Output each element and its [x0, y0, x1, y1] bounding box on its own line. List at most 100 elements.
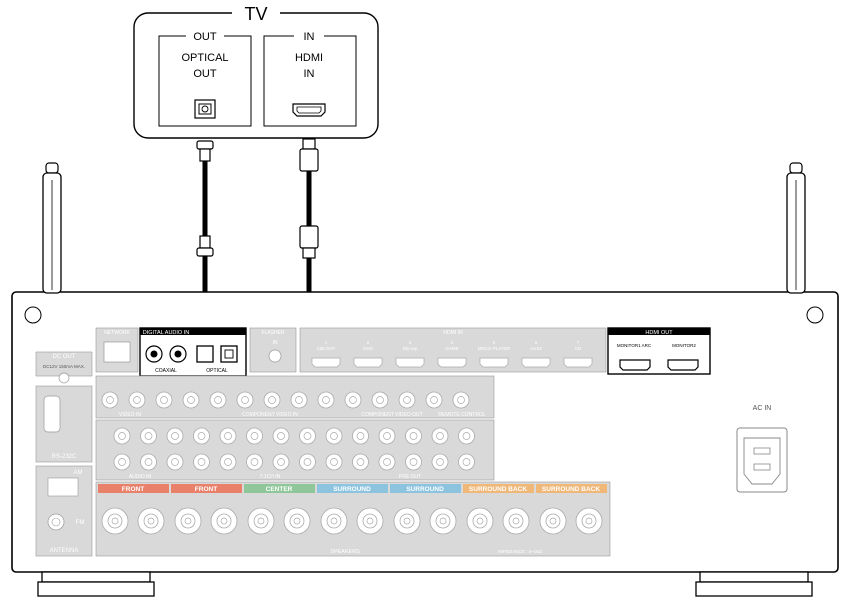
speaker-group: FRONT — [171, 484, 242, 535]
speaker-terminal — [502, 507, 530, 535]
audio-jack — [140, 427, 157, 445]
svg-text:1: 1 — [325, 340, 328, 345]
network-label: NETWORK — [104, 330, 130, 336]
speaker-terminal — [137, 507, 165, 535]
tv-in-label: IN — [304, 31, 315, 43]
audio-jack — [431, 453, 449, 471]
audio-jacks — [113, 427, 475, 471]
digital-audio-in-panel: DIGITAL AUDIO IN COAXIAL OPTICAL — [139, 327, 247, 377]
svg-text:6: 6 — [535, 340, 538, 345]
audio-jack — [113, 453, 131, 471]
digital-audio-in-label: DIGITAL AUDIO IN — [143, 330, 189, 336]
hdmi-in-port-label: DVD — [363, 346, 373, 351]
speaker-terminal — [539, 507, 567, 535]
audio-jack — [166, 427, 184, 445]
hdmi-port-icon — [292, 103, 326, 117]
dc-spec-label: DC12V 150mA MAX. — [43, 364, 85, 369]
svg-text:7: 7 — [577, 340, 580, 345]
fm-label: FM — [76, 520, 85, 526]
svg-text:3: 3 — [409, 340, 412, 345]
tv-optical-line1: OPTICAL — [181, 52, 228, 64]
hdmi-out-panel: HDMI OUT MONITOR1 ARC MONITOR2 — [607, 327, 711, 375]
tv-box: TV OUT OPTICAL OUT IN HDMI IN — [133, 4, 379, 139]
speakers-label: SPEAKERS — [330, 549, 360, 555]
speaker-terminal — [466, 507, 494, 535]
dc-out-label: DC OUT — [53, 354, 76, 360]
speaker-terminal — [283, 507, 311, 535]
tv-optical-line2: OUT — [193, 68, 217, 80]
speaker-group-label: SURROUND — [406, 486, 444, 493]
rear-panel: DC OUT DC12V 150mA MAX. RS-232C AM FM AN… — [35, 327, 788, 557]
audio-jack — [299, 453, 316, 471]
hdmi-in-port-label: MEDIA PLAYER — [478, 346, 511, 351]
speaker-terminal — [101, 507, 129, 535]
speaker-group-label: CENTER — [266, 486, 293, 493]
audio-jack — [325, 453, 343, 471]
speaker-group-label: SURROUND — [333, 486, 371, 493]
hdmi-in-port-label: CBL/SAT — [317, 346, 336, 351]
audio-jack — [378, 453, 396, 471]
coaxial-label: COAXIAL — [155, 368, 177, 374]
audio-jack — [405, 453, 422, 471]
audio-jack — [431, 427, 449, 445]
audio-jack — [246, 427, 263, 445]
audio-jack — [140, 453, 157, 471]
video-jack — [182, 391, 200, 409]
speaker-group: FRONT — [98, 484, 169, 535]
video-jacks — [101, 391, 470, 409]
video-jack — [263, 391, 281, 409]
tv-hdmi-line1: HDMI — [295, 52, 323, 64]
hdmi-in-port: 7CD — [563, 340, 593, 368]
speaker-terminal — [393, 507, 421, 535]
hdmi-in-port-label: CD — [575, 346, 582, 351]
pre-out-label: PRE OUT — [399, 474, 421, 480]
audio-jack — [246, 453, 263, 471]
video-jack — [101, 391, 119, 409]
hdmi-in-label: HDMI IN — [443, 330, 463, 336]
optical-label: OPTICAL — [206, 368, 228, 374]
video-jack — [452, 391, 470, 409]
flasher-in-label: IN — [273, 340, 278, 346]
antenna-left — [42, 162, 62, 294]
antenna-label: ANTENNA — [50, 548, 79, 554]
audio-jack — [113, 427, 131, 445]
video-jack — [155, 391, 173, 409]
foot-left — [37, 571, 155, 597]
flasher-label: FLASHER — [261, 330, 284, 336]
speaker-terminal — [429, 507, 457, 535]
audio-jack — [193, 427, 210, 445]
video-jack — [236, 391, 254, 409]
impedance-label: IMPEDANCE : 4~16Ω — [498, 549, 543, 554]
audio-jack — [193, 453, 210, 471]
speaker-terminal — [247, 507, 275, 535]
audio-jack — [219, 453, 237, 471]
video-jack — [290, 391, 308, 409]
video-jack — [344, 391, 362, 409]
audio-jack — [352, 453, 369, 471]
audio-jack — [405, 427, 422, 445]
audio-jack — [272, 427, 290, 445]
svg-text:5: 5 — [493, 340, 496, 345]
audio-jack — [219, 427, 237, 445]
video-in-label: VIDEO IN — [119, 412, 141, 418]
ch71-in-label: 7.1CH IN — [260, 474, 281, 480]
hdmi-in-port-label: GAME — [445, 346, 458, 351]
audio-jack — [378, 427, 396, 445]
audio-jack — [458, 453, 475, 471]
speaker-group-label: SURROUND BACK — [542, 486, 600, 493]
hdmi-out-label: HDMI OUT — [645, 330, 673, 336]
speaker-terminal — [174, 507, 202, 535]
ac-in-label: AC IN — [753, 405, 772, 412]
video-jack — [425, 391, 443, 409]
speaker-group: SURROUND — [317, 484, 388, 535]
speaker-terminal — [320, 507, 348, 535]
speaker-terminal — [210, 507, 238, 535]
video-jack — [128, 391, 146, 409]
speaker-group-label: SURROUND BACK — [469, 486, 527, 493]
svg-text:4: 4 — [451, 340, 454, 345]
